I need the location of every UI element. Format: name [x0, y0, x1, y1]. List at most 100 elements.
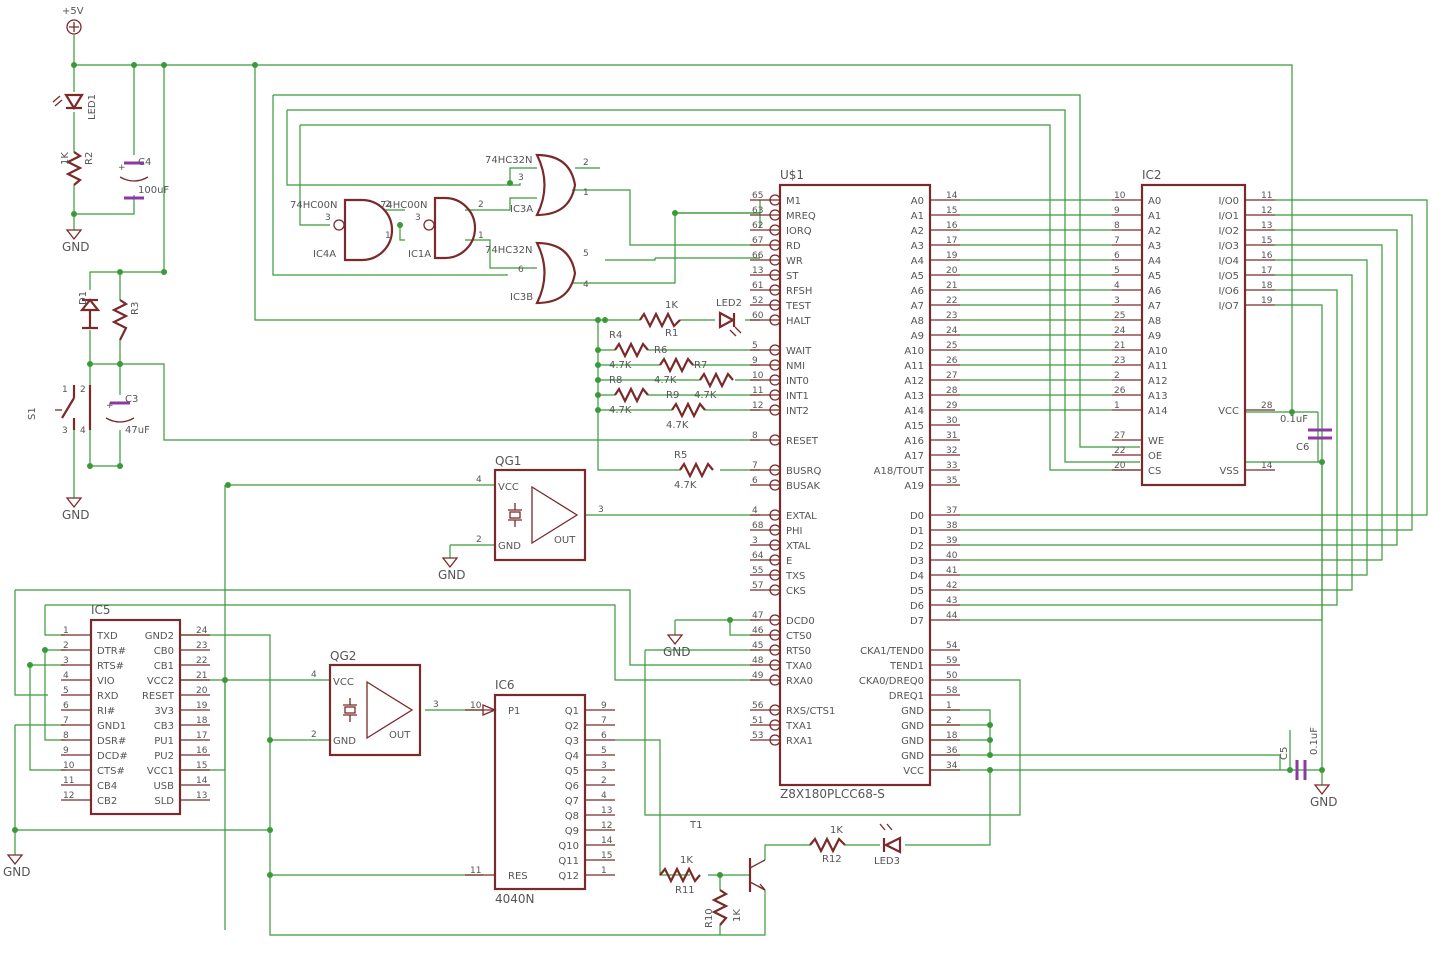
- pin-bubble: [769, 719, 781, 731]
- pin-number: 15: [601, 851, 612, 861]
- pin-name: DTR#: [97, 646, 126, 657]
- svg-text:+: +: [118, 163, 126, 173]
- u1-label: U$1: [780, 168, 804, 182]
- ic6-chip: IC6 4040N 9Q17Q26Q35Q43Q52Q64Q713Q812Q91…: [465, 678, 615, 906]
- pin-number: 14: [1261, 461, 1273, 471]
- pin-number: 50: [946, 671, 958, 681]
- ic3a-gate: 74HC32N IC3A 321: [485, 153, 589, 217]
- r10-value: 1K: [732, 909, 743, 922]
- junction-dot: [131, 62, 137, 68]
- pin-number: 15: [196, 761, 207, 771]
- led2-label: LED2: [716, 298, 742, 309]
- pin-name: Q12: [558, 871, 579, 882]
- pin-name: Q8: [565, 811, 579, 822]
- junction-dot: [397, 222, 403, 228]
- pin-number: 35: [946, 476, 957, 486]
- r3: R3: [111, 299, 141, 341]
- pin-number: 22: [196, 656, 207, 666]
- pin-name: RXA1: [786, 736, 813, 747]
- pin-name: D6: [910, 601, 924, 612]
- pin-name: Q5: [565, 766, 579, 777]
- gnd-label: GND: [1310, 795, 1338, 809]
- pin-bubble: [769, 674, 781, 686]
- pin-number: 3: [752, 536, 758, 546]
- pin-bubble: [769, 359, 781, 371]
- pin-number: 51: [752, 716, 763, 726]
- pin-name: RFSH: [786, 286, 812, 297]
- junction-dot: [267, 737, 273, 743]
- pin-number: 45: [752, 641, 763, 651]
- r11: 1K R11: [659, 855, 701, 896]
- led1: LED1: [52, 93, 98, 120]
- svg-text:1: 1: [62, 385, 68, 395]
- data-line: [960, 289, 1338, 606]
- d1-label: D1: [78, 291, 89, 305]
- junction-dot: [222, 677, 228, 683]
- pin-name: XTAL: [786, 541, 811, 552]
- ic3b-gate: 74HC32N IC3B 654: [485, 241, 589, 305]
- pin-number: 26: [1114, 386, 1126, 396]
- pin-name: BUSAK: [786, 481, 821, 492]
- gnd-icon: [65, 497, 83, 509]
- pin-number: 67: [752, 236, 763, 246]
- pin-name: INT1: [786, 391, 809, 402]
- pin-number: 25: [1114, 311, 1125, 321]
- pin-name: D7: [910, 616, 924, 627]
- pin-name: RTS#: [97, 661, 124, 672]
- pin-bubble: [769, 629, 781, 641]
- pin-name: Q11: [558, 856, 579, 867]
- svg-text:1: 1: [385, 231, 391, 241]
- r1-label: R1: [665, 328, 678, 339]
- pin-name: WR: [786, 256, 803, 267]
- ic1a-gate: 74HC00N IC1A 321: [380, 196, 484, 260]
- pin-bubble: [769, 344, 781, 356]
- pin-name: CS: [1148, 466, 1161, 477]
- pin-name: 3V3: [154, 706, 174, 717]
- pin-number: 55: [752, 566, 763, 576]
- pin-name: A6: [911, 286, 924, 297]
- clock-marker: [482, 704, 497, 716]
- pin-number: 46: [752, 626, 764, 636]
- pin-number: 10: [470, 701, 482, 711]
- pin-name: RTS0: [786, 646, 811, 657]
- pin-number: 62: [752, 221, 763, 231]
- c4-label: C4: [138, 157, 151, 168]
- pin-name: I/O7: [1218, 301, 1239, 312]
- d1: D1: [78, 291, 101, 330]
- pin-number: 4: [1114, 281, 1120, 291]
- pin-number: 36: [946, 746, 958, 756]
- pin-name: A11: [1148, 361, 1168, 372]
- r12-value: 1K: [830, 825, 843, 836]
- r4-value: 4.7K: [609, 360, 632, 371]
- pin-name: A17: [904, 451, 924, 462]
- pin-name: A3: [1148, 241, 1161, 252]
- junction-dot: [595, 362, 601, 368]
- junctions: [12, 62, 1325, 878]
- c6-label: C6: [1296, 442, 1309, 453]
- pin-number: 17: [1261, 266, 1272, 276]
- ic1a-type: 74HC00N: [380, 200, 427, 211]
- pin-number: 19: [1261, 296, 1273, 306]
- pin-number: 11: [63, 776, 74, 786]
- junction-dot: [117, 361, 123, 367]
- pin-name: DREQ1: [889, 691, 924, 702]
- pin-name: A2: [1148, 226, 1161, 237]
- pin-number: 11: [1261, 191, 1272, 201]
- svg-text:2: 2: [385, 200, 391, 210]
- pin-name: HALT: [786, 316, 812, 327]
- pin-number: 10: [752, 371, 764, 381]
- pin-number: 39: [946, 536, 958, 546]
- junction-dot: [595, 347, 601, 353]
- c5: C5 0.1uF: [1279, 727, 1320, 780]
- pin-number: 2: [63, 641, 69, 651]
- pin-number: 27: [1114, 431, 1125, 441]
- junction-dot: [672, 210, 678, 216]
- pin-number: 4: [63, 671, 69, 681]
- t1-label: T1: [689, 820, 702, 831]
- pin-number: 49: [752, 671, 764, 681]
- pin-name: PU2: [154, 751, 174, 762]
- pin-number: 5: [63, 686, 69, 696]
- pin-name: WE: [1148, 436, 1164, 447]
- pin-name: I/O1: [1218, 211, 1239, 222]
